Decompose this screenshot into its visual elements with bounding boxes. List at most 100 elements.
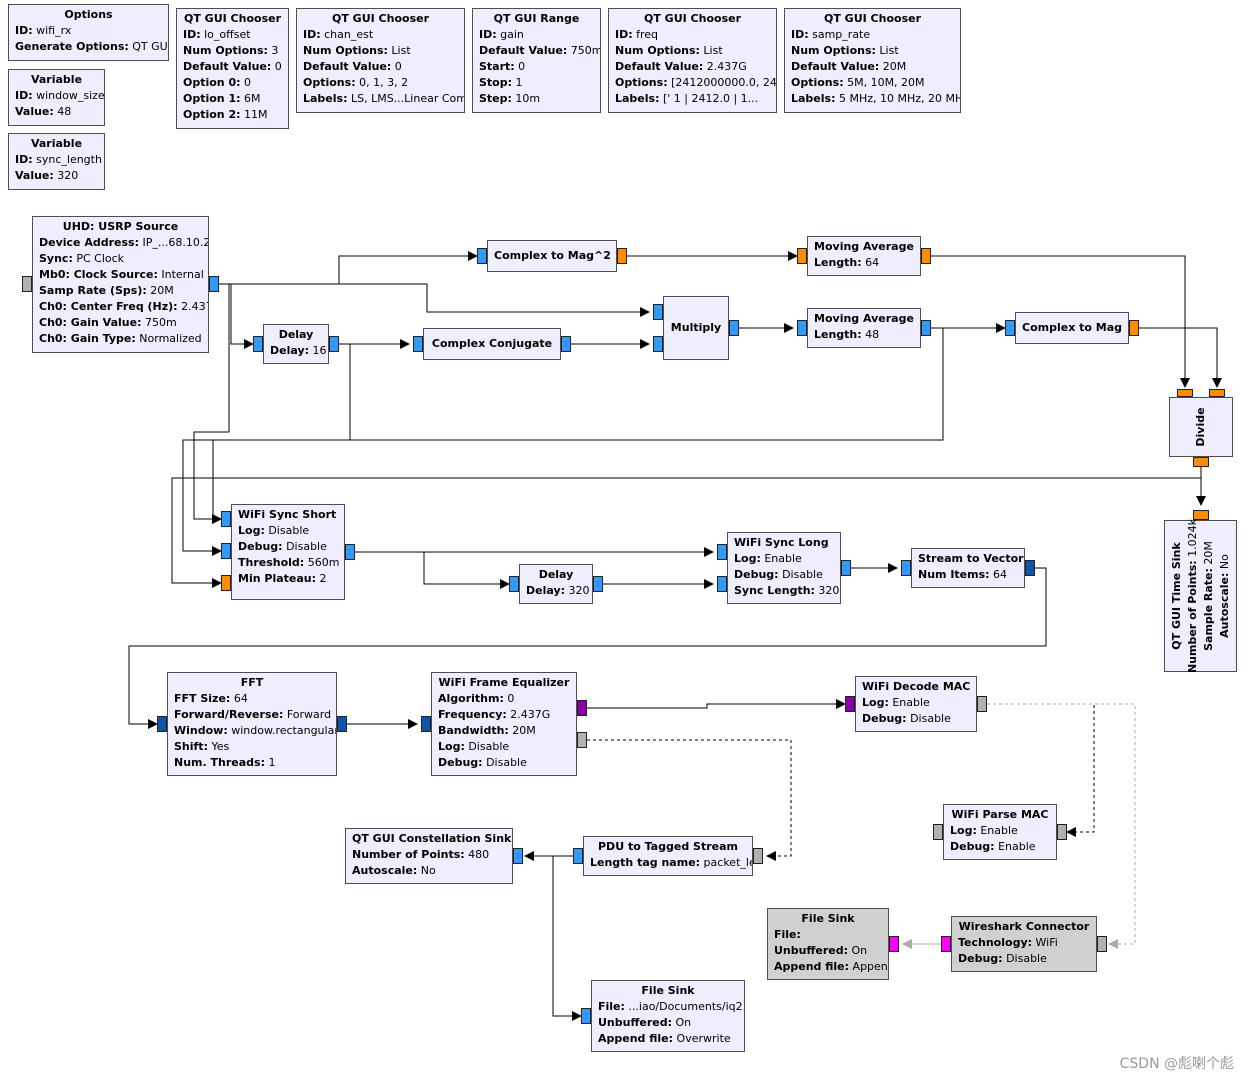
param-key: Start:: [479, 60, 515, 73]
wifi-sync-short-block[interactable]: WiFi Sync Short Log: Disable Debug: Disa…: [231, 504, 345, 600]
wifi-sync-long-block[interactable]: WiFi Sync Long Log: Enable Debug: Disabl…: [727, 532, 841, 604]
in1-port[interactable]: [221, 543, 231, 559]
out-port[interactable]: [577, 700, 587, 716]
variable-sync-length-block[interactable]: Variable ID: sync_length Value: 320: [8, 133, 105, 190]
pdu-to-tagged-stream-block[interactable]: PDU to Tagged Stream Length tag name: pa…: [583, 836, 753, 876]
param-value: 320: [53, 169, 79, 182]
moving-average-64-block[interactable]: Moving Average Length: 64: [807, 236, 921, 276]
out-port[interactable]: [941, 936, 951, 952]
in0-port[interactable]: [653, 304, 663, 320]
out-port[interactable]: [841, 560, 851, 576]
out-port[interactable]: [337, 716, 347, 732]
block-title: File Sink: [801, 912, 855, 925]
in-port[interactable]: [253, 336, 263, 352]
param-key: Option 2:: [183, 108, 241, 121]
options-block[interactable]: Options ID: wifi_rx Generate Options: QT…: [8, 4, 169, 61]
wifi-frame-equalizer-block[interactable]: WiFi Frame Equalizer Algorithm: 0 Freque…: [431, 672, 577, 776]
wireshark-connector-block[interactable]: Wireshark Connector Technology: WiFi Deb…: [951, 916, 1097, 972]
param-key: Number of Points:: [1185, 560, 1199, 674]
out-port[interactable]: [729, 320, 739, 336]
out-port[interactable]: [1025, 560, 1035, 576]
wire: [355, 551, 510, 589]
param-key: Sample Rate:: [1201, 568, 1215, 651]
out-port[interactable]: [573, 848, 583, 864]
out-port[interactable]: [1193, 457, 1209, 467]
in-port[interactable]: [509, 576, 519, 592]
in2-port[interactable]: [221, 575, 231, 591]
in-port[interactable]: [413, 336, 423, 352]
msg-out-port[interactable]: [977, 696, 987, 712]
msg-in-port[interactable]: [1097, 936, 1107, 952]
msg-in-port-right[interactable]: [1057, 824, 1067, 840]
disabled-message-wire: [987, 703, 1136, 949]
chooser-lo-offset-block[interactable]: QT GUI Chooser ID: lo_offset Num Options…: [176, 8, 289, 129]
in-port[interactable]: [889, 936, 899, 952]
usrp-source-block[interactable]: UHD: USRP Source Device Address: IP_...6…: [32, 216, 209, 353]
delay-320-block[interactable]: Delay Delay: 320: [519, 564, 593, 604]
in-port[interactable]: [1193, 510, 1209, 520]
complex-to-mag-block[interactable]: Complex to Mag: [1015, 312, 1129, 344]
wifi-parse-mac-block[interactable]: WiFi Parse MAC Log: Enable Debug: Enable: [943, 804, 1057, 860]
in-port[interactable]: [797, 248, 807, 264]
out-port[interactable]: [617, 248, 627, 264]
range-gain-block[interactable]: QT GUI Range ID: gain Default Value: 750…: [472, 8, 601, 113]
qt-time-sink-block[interactable]: QT GUI Time Sink Number of Points: 1.024…: [1164, 519, 1237, 674]
in-port[interactable]: [157, 716, 167, 732]
pdu-in-port[interactable]: [753, 848, 763, 864]
param-value: Yes: [207, 740, 230, 753]
out-port[interactable]: [1129, 320, 1139, 336]
in1-port[interactable]: [653, 336, 663, 352]
out-port[interactable]: [921, 248, 931, 264]
multiply-block[interactable]: Multiply: [663, 296, 729, 360]
param-value: 5M, 10M, 20M: [843, 76, 925, 89]
chooser-samp-rate-block[interactable]: QT GUI Chooser ID: samp_rate Num Options…: [784, 8, 961, 113]
in-port[interactable]: [797, 320, 807, 336]
out-port[interactable]: [921, 320, 931, 336]
out-port[interactable]: [329, 336, 339, 352]
param-key: Debug:: [438, 756, 483, 769]
in-port[interactable]: [901, 560, 911, 576]
param-value: Disable: [282, 540, 327, 553]
chooser-chan-est-block[interactable]: QT GUI Chooser ID: chan_est Num Options:…: [296, 8, 465, 113]
param-value: samp_rate: [808, 28, 871, 41]
in1-port[interactable]: [717, 576, 727, 592]
file-sink-disabled-block[interactable]: File Sink File: Unbuffered: On Append fi…: [767, 908, 889, 980]
param-value: IP_...68.10.2: [138, 236, 209, 249]
qt-constellation-sink-block[interactable]: QT GUI Constellation Sink Number of Poin…: [345, 828, 513, 884]
block-title: QT GUI Chooser: [331, 12, 430, 25]
stream-to-vector-block[interactable]: Stream to Vector Num Items: 64: [911, 548, 1025, 588]
param-key: Bandwidth:: [438, 724, 509, 737]
chooser-freq-block[interactable]: QT GUI Chooser ID: freq Num Options: Lis…: [608, 8, 777, 113]
delay-16-block[interactable]: Delay Delay: 16: [263, 324, 329, 364]
param-value: 0: [391, 60, 402, 73]
out-port[interactable]: [561, 336, 571, 352]
in1-port[interactable]: [1209, 389, 1225, 397]
wire: [931, 255, 1190, 388]
block-title: PDU to Tagged Stream: [598, 840, 738, 853]
param-key: Ch0: Gain Type:: [39, 332, 136, 345]
file-sink-block[interactable]: File Sink File: ...iao/Documents/iq2.iq …: [591, 980, 745, 1052]
in-port[interactable]: [581, 1008, 591, 1024]
complex-conjugate-block[interactable]: Complex Conjugate: [423, 328, 561, 360]
out-port[interactable]: [593, 576, 603, 592]
moving-average-48-block[interactable]: Moving Average Length: 48: [807, 308, 921, 348]
param-key: ID:: [303, 28, 321, 41]
in-port[interactable]: [421, 716, 431, 732]
divide-block[interactable]: Divide: [1169, 397, 1233, 457]
fft-block[interactable]: FFT FFT Size: 64 Forward/Reverse: Forwar…: [167, 672, 337, 776]
variable-window-size-block[interactable]: Variable ID: window_size Value: 48: [8, 69, 105, 126]
usrp-out-port[interactable]: [209, 276, 219, 292]
msg-in-port[interactable]: [933, 824, 943, 840]
in-port[interactable]: [1005, 320, 1015, 336]
in-port[interactable]: [477, 248, 487, 264]
in-port[interactable]: [845, 696, 855, 712]
wifi-decode-mac-block[interactable]: WiFi Decode MAC Log: Enable Debug: Disab…: [855, 676, 977, 732]
in0-port[interactable]: [1177, 389, 1193, 397]
out-port[interactable]: [345, 544, 355, 560]
usrp-command-in-port[interactable]: [22, 276, 32, 292]
complex-to-mag2-block[interactable]: Complex to Mag^2: [487, 240, 617, 272]
symbols-msg-out-port[interactable]: [577, 732, 587, 748]
in0-port[interactable]: [221, 511, 231, 527]
in0-port[interactable]: [717, 544, 727, 560]
in-port[interactable]: [513, 848, 523, 864]
